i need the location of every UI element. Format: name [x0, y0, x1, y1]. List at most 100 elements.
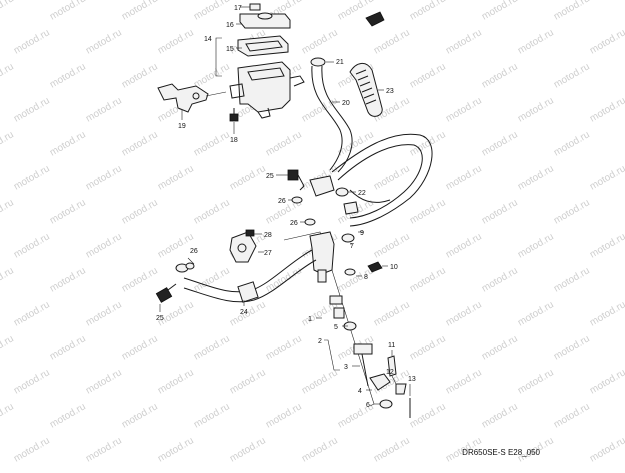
watermark-text: motod.ru — [120, 0, 160, 23]
watermark-text: motod.ru — [588, 231, 625, 260]
callout-26-middle: 26 — [290, 220, 298, 227]
watermark-text: motod.ru — [480, 265, 520, 294]
washer-8 — [344, 268, 356, 276]
watermark-text: motod.ru — [588, 95, 625, 124]
reservoir-opening — [247, 67, 285, 81]
callout-9: 9 — [360, 230, 364, 237]
watermark-text: motod.ru — [84, 299, 124, 328]
diagram-code: DR650SE-S E28_050 — [462, 448, 540, 457]
watermark-text: motod.ru — [120, 197, 160, 226]
piston-cup — [333, 307, 345, 319]
watermark-text: motod.ru — [0, 197, 16, 226]
watermark-text: motod.ru — [12, 95, 52, 124]
hose-loop-inner — [337, 144, 423, 219]
callout-25-upper: 25 — [266, 173, 274, 180]
watermark-text: motod.ru — [12, 299, 52, 328]
watermark-text: motod.ru — [300, 27, 340, 56]
watermark-text: motod.ru — [228, 435, 268, 464]
watermark-text: motod.ru — [12, 435, 52, 464]
union-bolt-25-thread — [297, 174, 305, 191]
callout-26-upper: 26 — [278, 198, 286, 205]
callout-27: 27 — [264, 250, 272, 257]
watermark-text: motod.ru — [516, 95, 556, 124]
watermark-text: motod.ru — [444, 95, 484, 124]
watermark-text: motod.ru — [0, 265, 16, 294]
watermark-text: motod.ru — [120, 129, 160, 158]
watermark-text: motod.ru — [48, 265, 88, 294]
watermark-text: motod.ru — [84, 367, 124, 396]
protector-ribs — [355, 69, 377, 105]
union-bolt-25-lower — [155, 287, 173, 303]
watermark-text: motod.ru — [48, 129, 88, 158]
watermark-text: motod.ru — [228, 299, 268, 328]
watermark-text: motod.ru — [372, 435, 412, 464]
watermark-text: motod.ru — [552, 197, 592, 226]
watermark-text: motod.ru — [192, 197, 232, 226]
watermark-text: motod.ru — [48, 61, 88, 90]
watermark-text: motod.ru — [0, 129, 16, 158]
watermark-text: motod.ru — [372, 27, 412, 56]
watermark-text: motod.ru — [192, 129, 232, 158]
watermark-text: motod.ru — [228, 367, 268, 396]
callout-15: 15 — [226, 46, 234, 53]
leader-26c — [187, 257, 195, 265]
cap-screw-17 — [249, 3, 261, 11]
watermark-text: motod.ru — [516, 367, 556, 396]
watermark-text: motod.ru — [264, 333, 304, 362]
watermark-text: motod.ru — [156, 435, 196, 464]
callout-13: 13 — [408, 376, 416, 383]
union-bolt-25-lower-thread — [167, 283, 177, 291]
watermark-text: motod.ru — [552, 401, 592, 430]
watermark-text: motod.ru — [480, 61, 520, 90]
watermark-text: motod.ru — [192, 61, 232, 90]
hose-clamp-21 — [310, 57, 326, 67]
watermark-text: motod.ru — [120, 265, 160, 294]
bolt-28 — [245, 229, 255, 237]
callout-26-lower: 26 — [190, 248, 198, 255]
watermark-text: motod.ru — [0, 401, 16, 430]
reservoir-mount-tab — [229, 83, 245, 99]
watermark-text: motod.ru — [0, 333, 16, 362]
watermark-text: motod.ru — [84, 27, 124, 56]
callout-18: 18 — [230, 137, 238, 144]
callout-28: 28 — [264, 232, 272, 239]
watermark-text: motod.ru — [48, 333, 88, 362]
watermark-text: motod.ru — [156, 367, 196, 396]
watermark-text: motod.ru — [480, 129, 520, 158]
main-brake-hose — [331, 133, 433, 227]
piston-seal — [329, 295, 343, 305]
watermark-text: motod.ru — [156, 231, 196, 260]
bolt-9 — [343, 201, 359, 215]
watermark-text: motod.ru — [156, 163, 196, 192]
clevis-pin-11 — [387, 355, 397, 377]
watermark-text: motod.ru — [0, 0, 16, 23]
watermark-text: motod.ru — [480, 197, 520, 226]
watermark-text: motod.ru — [120, 61, 160, 90]
gasket-26-upper — [291, 196, 303, 204]
watermark-text: motod.ru — [408, 129, 448, 158]
push-rod — [361, 353, 369, 387]
watermark-text: motod.ru — [48, 0, 88, 23]
callout-labels: 17 16 14 15 19 18 21 20 23 25 22 26 26 2… — [156, 5, 416, 409]
watermark-text: motod.ru — [552, 0, 592, 23]
bracket-19 — [157, 83, 209, 113]
master-cylinder-body — [309, 231, 335, 275]
watermark-text: motod.ru — [300, 435, 340, 464]
watermark-text: motod.ru — [192, 0, 232, 23]
callout-20: 20 — [342, 100, 350, 107]
reservoir-outlet — [257, 107, 271, 119]
watermark-text: motod.ru — [84, 231, 124, 260]
rod-bracket-2 — [324, 339, 340, 371]
watermark-text: motod.ru — [516, 299, 556, 328]
watermark-text: motod.ru — [408, 401, 448, 430]
callout-14: 14 — [204, 36, 212, 43]
banjo-lower — [185, 262, 195, 270]
union-7 — [341, 233, 355, 243]
watermark-text: motod.ru — [12, 163, 52, 192]
watermark-text: motod.ru — [444, 367, 484, 396]
watermark-text: motod.ru — [120, 401, 160, 430]
callout-5: 5 — [334, 324, 338, 331]
watermark-text: motod.ru — [156, 299, 196, 328]
